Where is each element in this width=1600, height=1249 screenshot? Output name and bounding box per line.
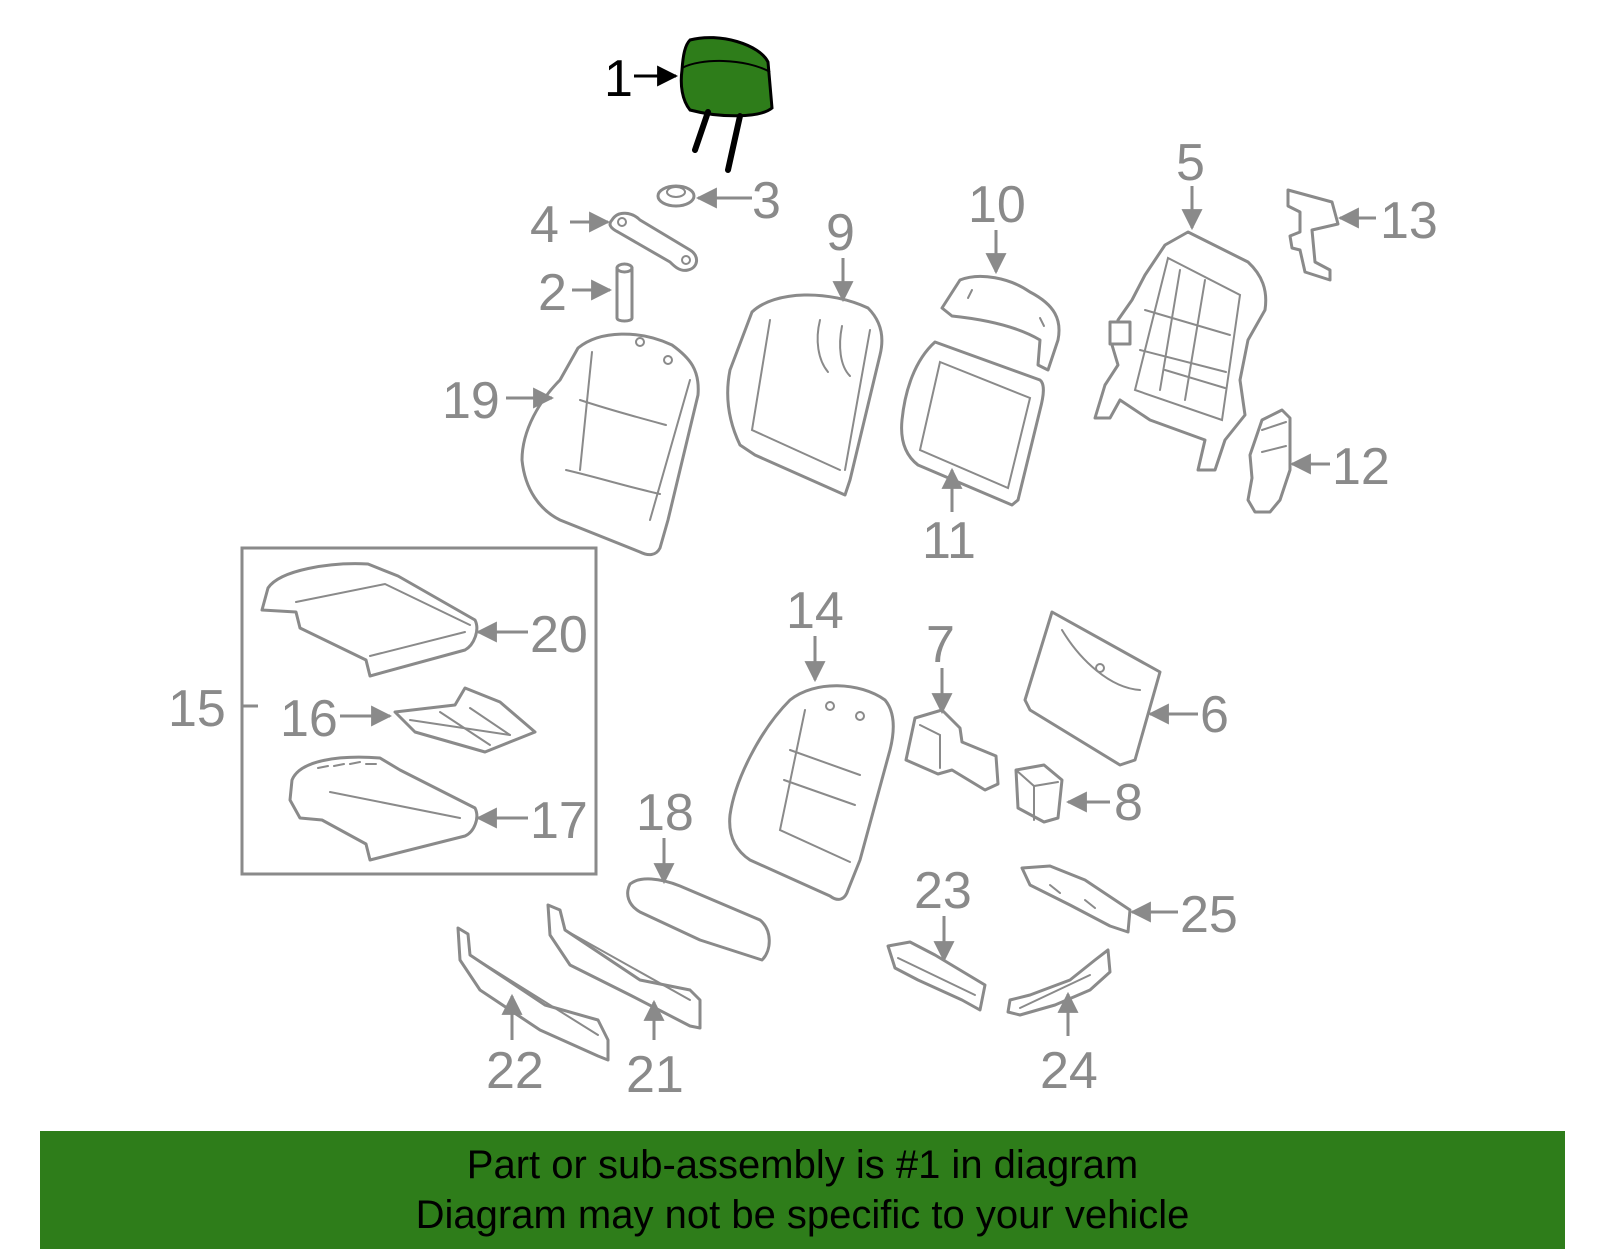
callout-11[interactable]: 11: [922, 512, 976, 570]
seat-parts-diagram: 1 2 3 4 5 6 7 8 9 10 11 12 13 14 15 16 1…: [168, 36, 1438, 1104]
callout-10[interactable]: 10: [968, 176, 1026, 234]
part-12-recliner-cover[interactable]: [1246, 408, 1292, 514]
part-17-cushion-pan[interactable]: [288, 755, 479, 862]
part-2-guide-pin[interactable]: [615, 262, 634, 323]
part-5-seatback-frame[interactable]: [1093, 230, 1268, 472]
callout-22[interactable]: 22: [486, 1042, 544, 1100]
part-9-seatback-pad[interactable]: [726, 293, 884, 497]
callout-6[interactable]: 6: [1200, 686, 1229, 744]
part-16-cushion-mat[interactable]: [393, 686, 537, 754]
callout-25[interactable]: 25: [1180, 886, 1238, 944]
part-19-seatback-cover[interactable]: [520, 332, 700, 557]
part-20-cushion-pad[interactable]: [260, 562, 479, 678]
part-13-bracket[interactable]: [1286, 188, 1340, 282]
part-10-upper-back-panel[interactable]: [940, 274, 1061, 372]
callout-9[interactable]: 9: [826, 204, 855, 262]
part-6-back-board[interactable]: [1023, 610, 1162, 767]
callout-2[interactable]: 2: [538, 264, 567, 322]
part-23-trim-piece[interactable]: [886, 940, 987, 1012]
banner-line-part-number: Part or sub-assembly is #1 in diagram: [466, 1143, 1139, 1187]
part-7-actuator[interactable]: [904, 708, 1000, 792]
part-25-rail-trim[interactable]: [1020, 864, 1132, 934]
callout-14[interactable]: 14: [786, 582, 844, 640]
callout-17[interactable]: 17: [530, 792, 588, 850]
part-4-link-bar[interactable]: [608, 211, 698, 272]
callout-13[interactable]: 13: [1380, 192, 1438, 250]
part-1-headrest[interactable]: [679, 36, 774, 173]
callout-16[interactable]: 16: [280, 690, 338, 748]
info-banner: Part or sub-assembly is #1 in diagram Di…: [40, 1131, 1565, 1249]
callout-12[interactable]: 12: [1332, 438, 1390, 496]
part-8-module[interactable]: [1014, 763, 1064, 824]
callout-labels: 1 2 3 4 5 6 7 8 9 10 11 12 13 14 15 16 1…: [168, 50, 1438, 1104]
callout-5[interactable]: 5: [1176, 134, 1205, 192]
part-24-rail-cover[interactable]: [1006, 948, 1112, 1017]
part-22-lower-shield[interactable]: [456, 926, 610, 1062]
part-3-grommet[interactable]: [656, 184, 696, 208]
callout-18[interactable]: 18: [636, 784, 694, 842]
callout-1[interactable]: 1: [604, 50, 633, 108]
callout-7[interactable]: 7: [926, 616, 955, 674]
callout-20[interactable]: 20: [530, 606, 588, 664]
callout-4[interactable]: 4: [530, 196, 559, 254]
part-14-rear-back-panel[interactable]: [728, 684, 895, 901]
callout-24[interactable]: 24: [1040, 1042, 1098, 1100]
callout-8[interactable]: 8: [1114, 774, 1143, 832]
part-11-back-insert[interactable]: [900, 340, 1045, 507]
part-15-cushion-assembly-box: [240, 546, 598, 876]
callout-15[interactable]: 15: [168, 680, 226, 738]
part-18-trim-pad[interactable]: [626, 877, 771, 962]
callout-arrows: [242, 65, 1376, 1040]
callout-21[interactable]: 21: [626, 1046, 684, 1104]
part-21-side-shield[interactable]: [546, 903, 702, 1030]
callout-3[interactable]: 3: [752, 172, 781, 230]
callout-23[interactable]: 23: [914, 862, 972, 920]
callout-19[interactable]: 19: [442, 372, 500, 430]
banner-line-disclaimer: Diagram may not be specific to your vehi…: [415, 1193, 1190, 1237]
